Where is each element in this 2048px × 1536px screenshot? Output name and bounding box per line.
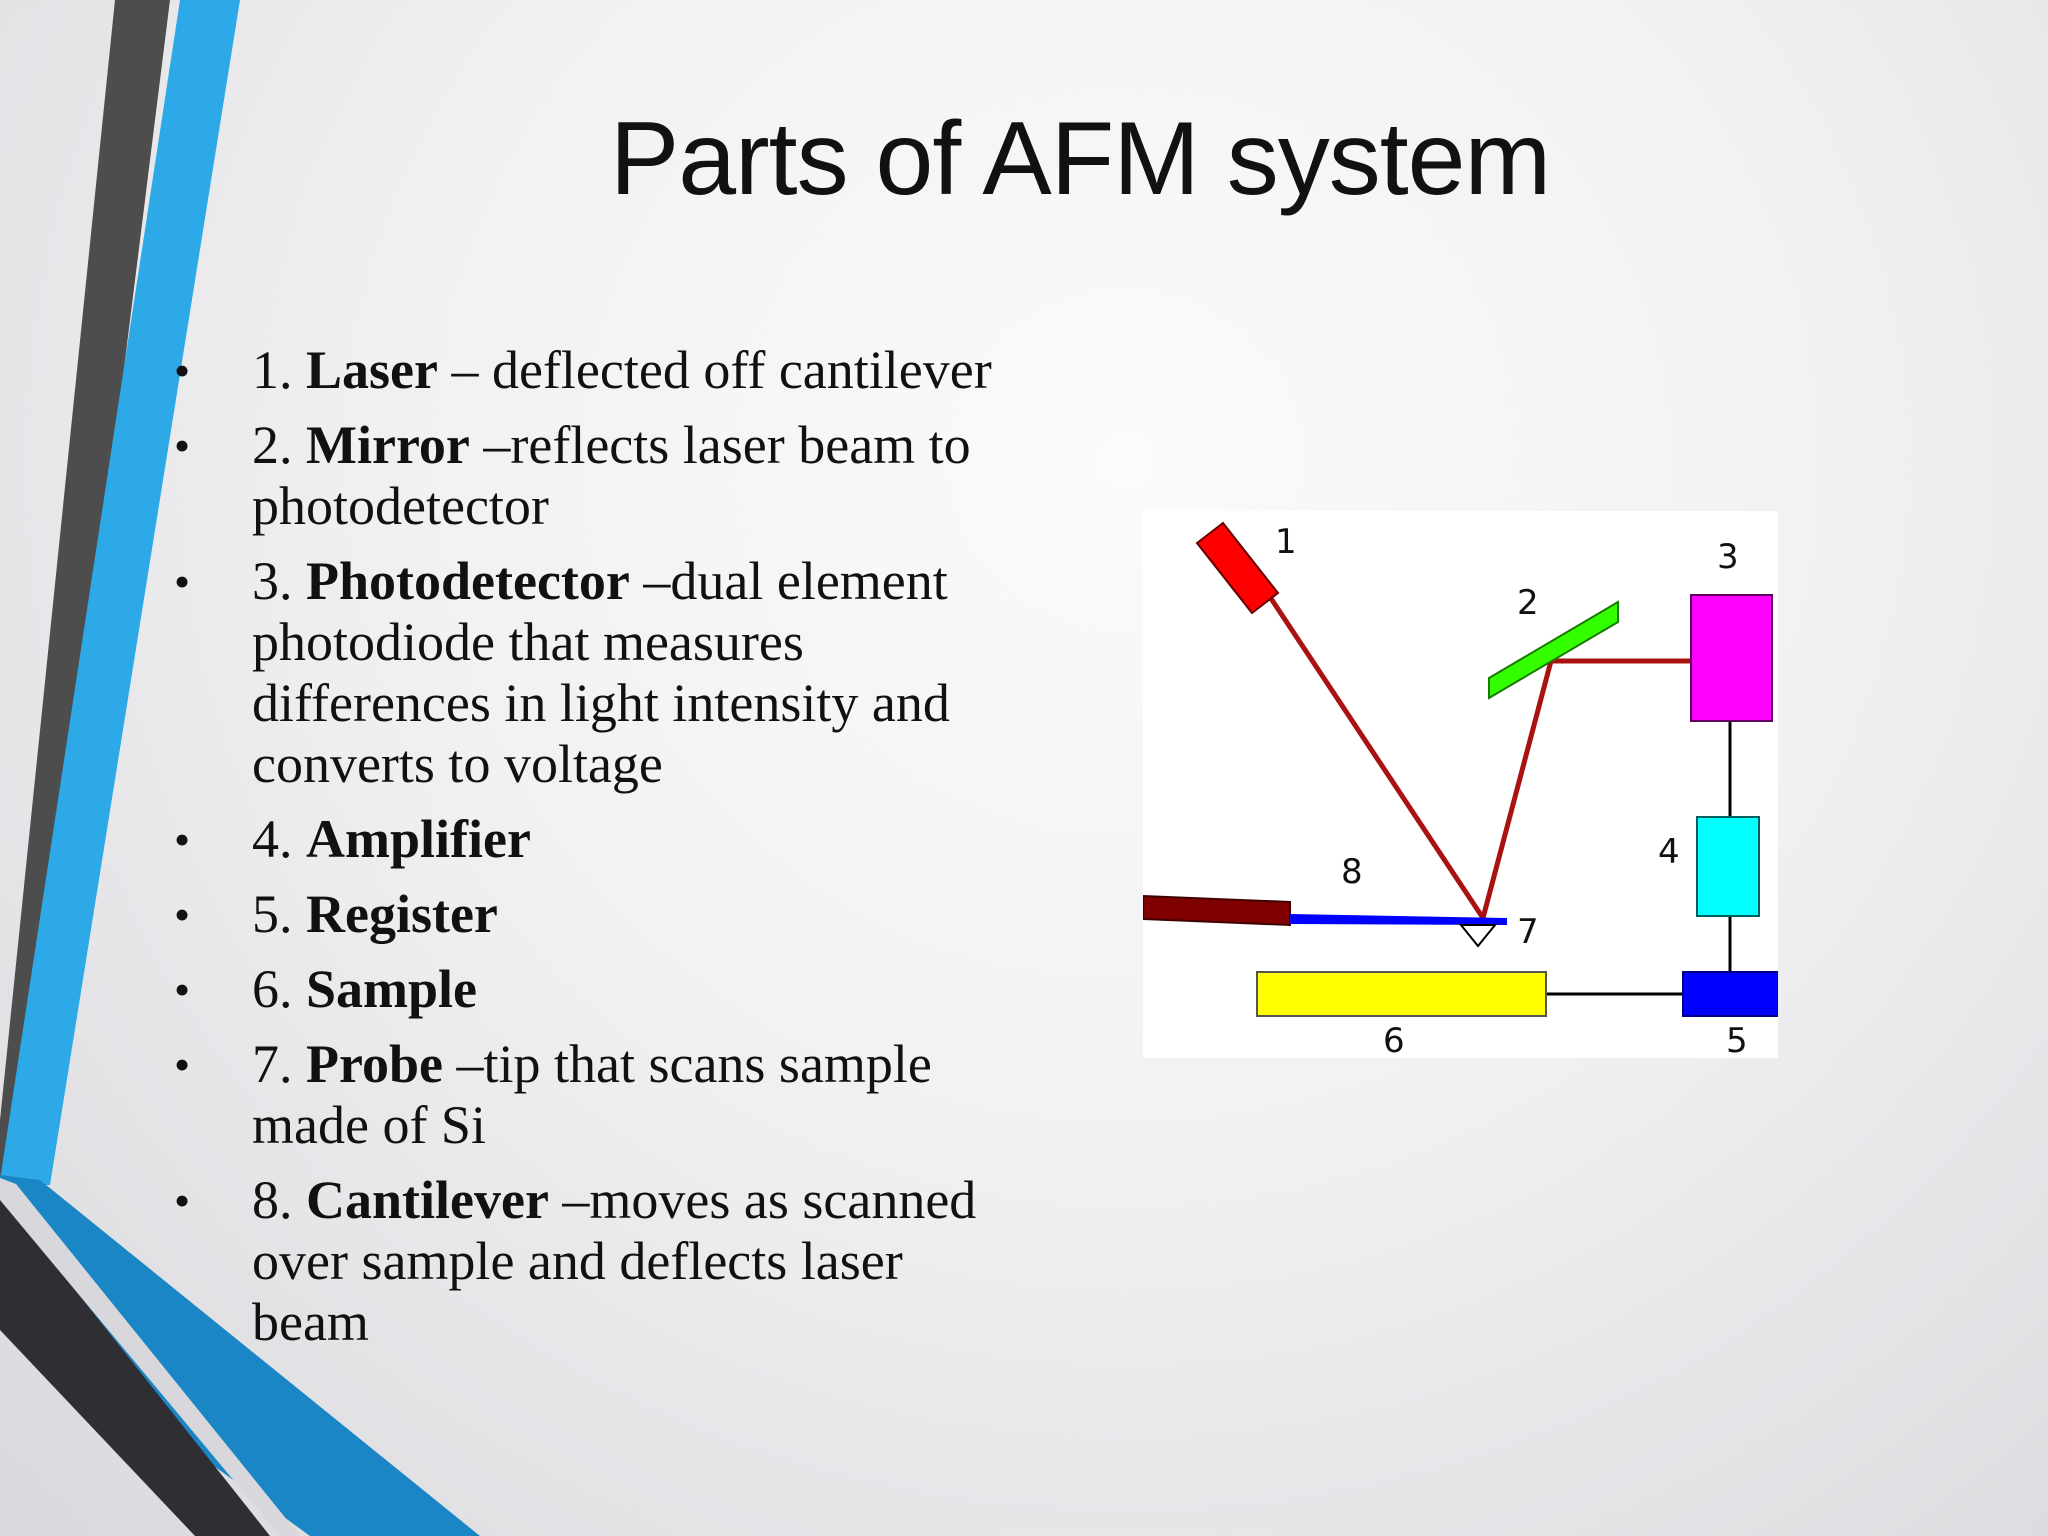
item-description: – deflected off cantilever	[437, 340, 992, 400]
beam-reflected	[1480, 660, 1554, 919]
light-stripe-bottom	[0, 1178, 300, 1536]
label-6: 6	[1383, 1021, 1405, 1058]
list-item: 5. Register	[170, 884, 1020, 945]
item-description: –reflects laser beam to photodetector	[252, 415, 971, 536]
beam-incident	[1267, 595, 1486, 920]
list-item: 4. Amplifier	[170, 809, 1020, 870]
list-item: 1. Laser – deflected off cantilever	[170, 340, 1020, 401]
item-term: Mirror	[306, 415, 470, 475]
label-7: 7	[1517, 912, 1539, 952]
item-term: Probe	[306, 1034, 443, 1094]
label-3: 3	[1717, 537, 1739, 577]
list-item: 8. Cantilever –moves as scanned over sam…	[170, 1170, 1020, 1353]
label-1: 1	[1275, 522, 1297, 562]
item-term: Cantilever	[306, 1170, 549, 1230]
item-description: –tip that scans sample made of Si	[252, 1034, 932, 1155]
blue-stripe-bottom	[0, 1175, 480, 1536]
list-item: 7. Probe –tip that scans sample made of …	[170, 1034, 1020, 1156]
item-number: 4.	[252, 809, 293, 869]
register-box	[1682, 971, 1778, 1017]
sample-block	[1256, 971, 1547, 1017]
item-term: Photodetector	[306, 551, 630, 611]
item-term: Laser	[306, 340, 438, 400]
cantilever-base	[1143, 894, 1291, 927]
item-number: 5.	[252, 884, 293, 944]
item-number: 8.	[252, 1170, 293, 1230]
item-term: Register	[306, 884, 498, 944]
photodetector-box	[1690, 594, 1773, 722]
label-5: 5	[1726, 1021, 1748, 1058]
dark-stripe-top	[0, 0, 170, 1185]
list-item: 2. Mirror –reflects laser beam to photod…	[170, 415, 1020, 537]
mirror	[1488, 600, 1619, 700]
amplifier-box	[1696, 816, 1760, 917]
laser-body	[1195, 521, 1280, 615]
cantilever-beam	[1290, 914, 1507, 925]
blue-stripe-top	[0, 0, 240, 1185]
item-number: 6.	[252, 959, 293, 1019]
label-2: 2	[1517, 583, 1539, 623]
list-item: 6. Sample	[170, 959, 1020, 1020]
item-number: 2.	[252, 415, 293, 475]
item-number: 7.	[252, 1034, 293, 1094]
label-8: 8	[1341, 852, 1363, 892]
laser-beam	[1267, 595, 1691, 920]
label-4: 4	[1658, 832, 1680, 872]
item-term: Amplifier	[306, 809, 531, 869]
item-description: –dual element photodiode that measures d…	[252, 551, 950, 794]
item-term: Sample	[306, 959, 478, 1019]
list-item: 3. Photodetector –dual element photodiod…	[170, 551, 1020, 795]
slide-title: Parts of AFM system	[609, 101, 1551, 217]
probe-tip	[1458, 924, 1498, 948]
item-number: 3.	[252, 551, 293, 611]
item-description: –moves as scanned over sample and deflec…	[252, 1170, 977, 1352]
afm-diagram: 1 2 3 4 5 6 7 8	[1143, 511, 1778, 1058]
item-number: 1.	[252, 340, 293, 400]
parts-bullet-list: 1. Laser – deflected off cantilever 2. M…	[170, 340, 1020, 1367]
